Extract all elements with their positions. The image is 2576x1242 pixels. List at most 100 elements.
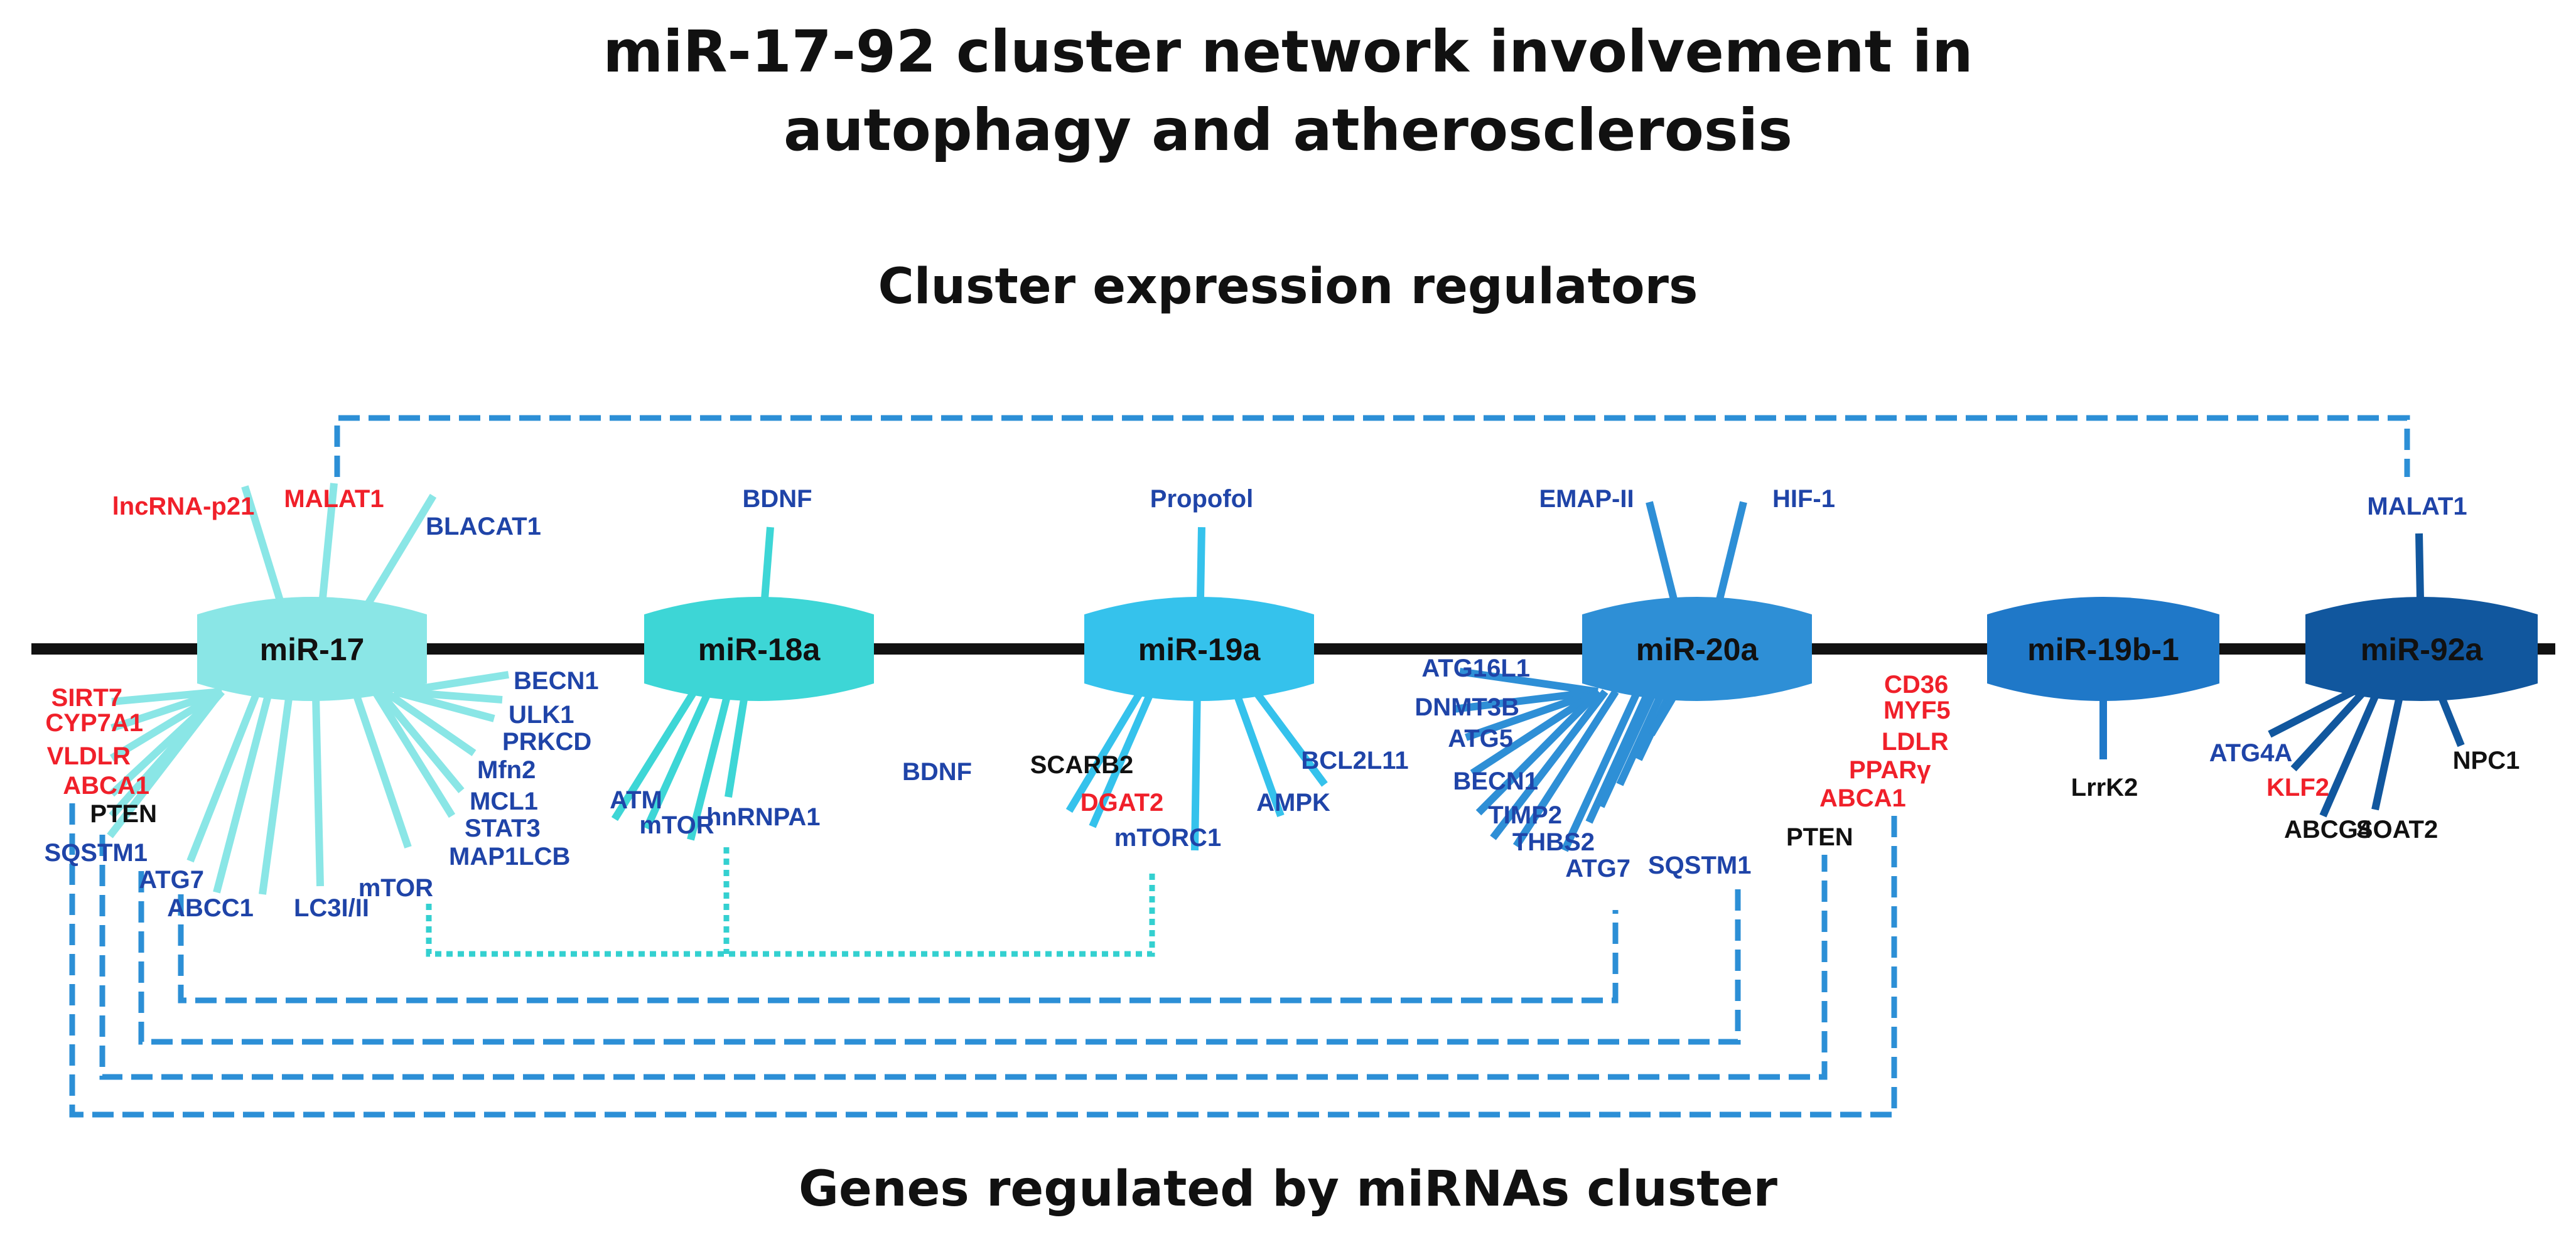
target-label-pten: PTEN [90,800,157,828]
mirna-group-mir-19a [1065,527,1328,851]
target-label-cd36: CD36 [1884,671,1948,699]
target-label-becn1: BECN1 [1453,768,1538,795]
target-label-pten: PTEN [1786,823,1853,851]
target-edge [1253,689,1328,787]
section-label-regulators: Cluster expression regulators [878,259,1698,315]
target-label-klf2: KLF2 [2266,774,2329,801]
target-edge [1453,688,1598,713]
target-edge [643,690,712,830]
shared-link-sqstm1 [138,871,1741,1045]
regulator-label-malat1: MALAT1 [2367,493,2467,520]
mirna-node-shape [2305,597,2538,701]
mirna-node-mir-19b-1[interactable]: miR-19b-1 [1987,597,2219,701]
mirna-node-mir-20a[interactable]: miR-20a [1582,597,1812,701]
mirna-node-mir-92a[interactable]: miR-92a [2305,597,2538,701]
target-label-abca1: ABCA1 [63,772,149,800]
mirna-group-mir-17 [107,483,509,895]
target-edge [213,690,273,894]
regulator-edge [1196,527,1205,607]
shared-link-malat1 [334,415,2410,477]
target-edge [2435,690,2465,747]
target-edge [1065,689,1144,813]
regulator-edge [760,527,774,607]
mirna-group-mir-20a [1453,501,1747,852]
mirna-node-label: miR-18a [698,632,821,667]
target-edge [1512,689,1619,849]
target-label-lc3i-ii: LC3I/II [294,894,369,922]
nodes-layer: miR-17 miR-18a miR-19a miR-20a miR-19b-1 miR-… [197,597,2538,701]
regulator-label-hif-1: HIF-1 [1772,485,1835,513]
target-label-sqstm1: SQSTM1 [1648,852,1751,879]
target-label-atg4a: ATG4A [2209,739,2293,767]
target-label-ppar: PPARγ [1849,756,1931,784]
mirna-node-label: miR-92a [2361,632,2484,667]
target-label-npc1: NPC1 [2453,747,2520,774]
target-label-atg7: ATG7 [139,866,204,894]
target-edge [1490,689,1609,840]
target-label-mtorc1: mTORC1 [1114,824,1221,852]
target-edge [1232,690,1285,818]
mirna-node-shape [197,597,427,701]
target-label-cyp7a1: CYP7A1 [45,709,143,737]
regulator-label-malat1: MALAT1 [284,485,384,513]
target-edge [1561,690,1641,852]
target-label-mtor: mTOR [639,811,714,839]
target-label-becn1: BECN1 [514,667,599,695]
target-label-abcg4: ABCG4 [2284,816,2373,843]
mirna-node-label: miR-19b-1 [2027,632,2179,667]
target-label-mtor: mTOR [358,874,433,902]
title-line-2: autophagy and atherosclerosis [784,97,1792,164]
target-edge [382,688,477,756]
target-edge [109,688,224,762]
regulator-label-blacat1: BLACAT1 [426,513,541,540]
mirna-node-mir-17[interactable]: miR-17 [197,597,427,701]
target-label-stat3: STAT3 [465,815,541,842]
shared-link-mtor [426,872,1155,957]
mirna-node-shape [1084,597,1314,701]
mirna-node-shape [1582,597,1812,701]
regulator-edge [363,493,437,609]
shared-link-atg7 [178,894,1619,1004]
target-edge [1585,690,1652,824]
mirna-node-shape [644,597,874,701]
target-label-map1lcb: MAP1LCB [449,843,570,870]
target-label-dgat2: DGAT2 [1081,789,1164,816]
mirna-node-shape [1987,597,2219,701]
target-edge [725,691,749,798]
target-edge [1470,688,1600,777]
mirna-node-mir-18a[interactable]: miR-18a [644,597,874,701]
target-label-vldlr: VLDLR [47,742,131,770]
mirna-node-label: miR-17 [260,632,365,667]
target-label-thbs2: THBS2 [1512,828,1595,856]
target-label-mfn2: Mfn2 [477,756,536,784]
target-label-ulk1: ULK1 [509,701,574,729]
target-edge [372,689,456,818]
target-label-scarb2: SCARB2 [1030,751,1133,779]
target-label-atg16l1: ATG16L1 [1421,655,1530,682]
target-edge [259,691,294,895]
target-edge [311,691,324,887]
regulator-edge [1646,501,1679,608]
target-label-sqstm1: SQSTM1 [45,839,148,867]
regulator-label-lncrna-p21: lncRNA-p21 [112,493,255,520]
target-label-abca1: ABCA1 [1819,784,1906,812]
regulator-edge [2415,533,2425,607]
target-edge [2268,688,2355,738]
regulator-edge [241,485,286,608]
target-label-ldlr: LDLR [1882,728,1949,756]
target-label-ampk: AMPK [1256,789,1330,816]
target-label-prkcd: PRKCD [502,728,591,756]
mirna-node-mir-19a[interactable]: miR-19a [1084,597,1314,701]
shared-link-abca1 [69,803,1897,1118]
target-edge [2290,688,2367,772]
target-label-atg5: ATG5 [1448,725,1513,752]
target-edge [399,671,509,695]
mirna-node-label: miR-20a [1636,632,1759,667]
target-label-dnmt3b: DNMT3B [1415,693,1519,721]
regulator-label-propofol: Propofol [1150,485,1253,513]
target-label-myf5: MYF5 [1883,697,1951,724]
target-edge [1616,690,1666,786]
target-edge [110,688,224,732]
